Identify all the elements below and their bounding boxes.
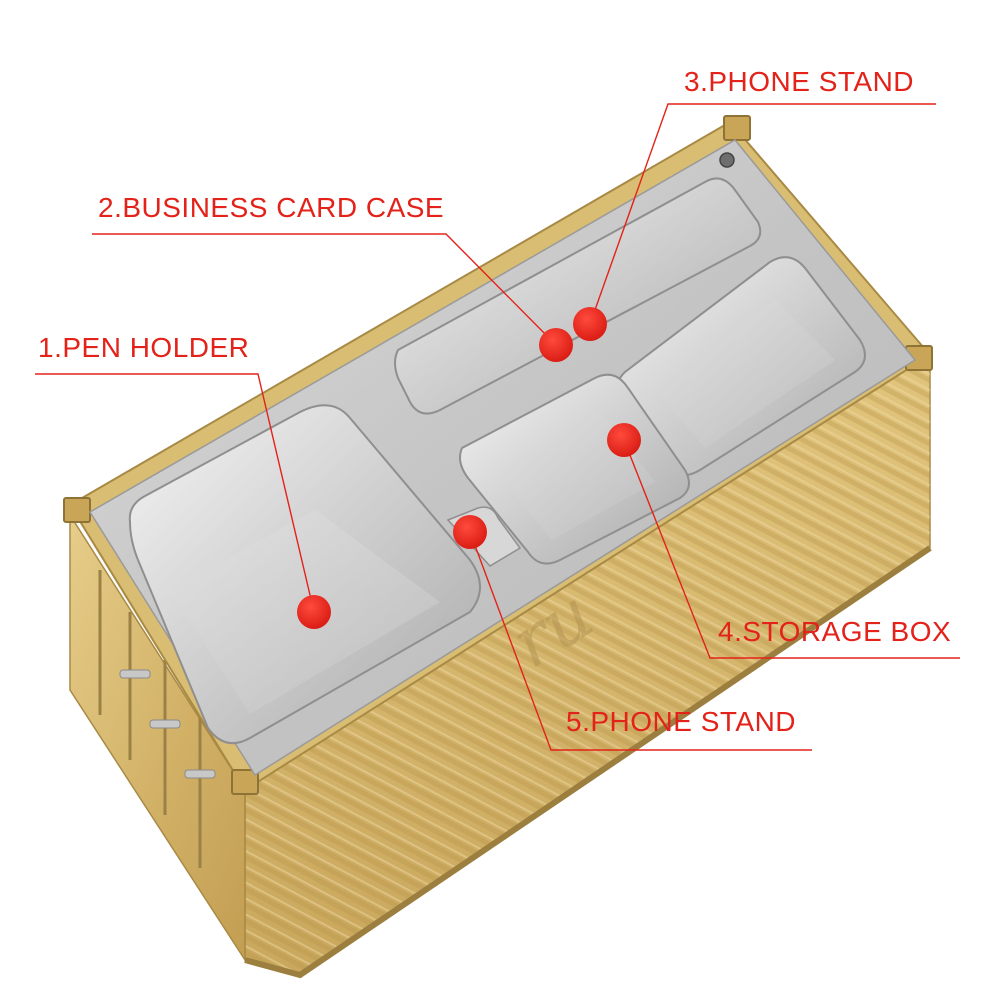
leader-line-3 <box>589 103 936 325</box>
marker-dots <box>297 307 641 629</box>
callout-business-card-case: 2.BUSINESS CARD CASE <box>98 192 445 223</box>
leader-lines <box>35 103 960 751</box>
leader-line-2 <box>92 233 557 346</box>
marker-dot-business-card <box>539 328 573 362</box>
business-card-slot <box>394 177 762 415</box>
leader-line-5 <box>469 531 812 751</box>
tray-screw-hole <box>719 152 735 168</box>
door-latches <box>119 669 216 779</box>
callout-storage-box: 4.STORAGE BOX <box>718 616 952 647</box>
callout-pen-holder: 1.PEN HOLDER <box>38 332 250 363</box>
leader-line-4 <box>623 439 960 659</box>
marker-dot-pen-holder <box>297 595 331 629</box>
bottom-rail <box>244 545 932 979</box>
marker-dot-phone-stand-bottom <box>453 515 487 549</box>
callout-phone-stand-top: 3.PHONE STAND <box>684 66 915 97</box>
door-bars <box>98 570 202 868</box>
leader-line-1 <box>35 373 315 613</box>
callout-phone-stand-bottom: 5.PHONE STAND <box>566 706 797 737</box>
marker-dot-storage-box <box>607 423 641 457</box>
container-front-corrugation <box>245 355 930 975</box>
marker-dot-phone-stand-top <box>573 307 607 341</box>
